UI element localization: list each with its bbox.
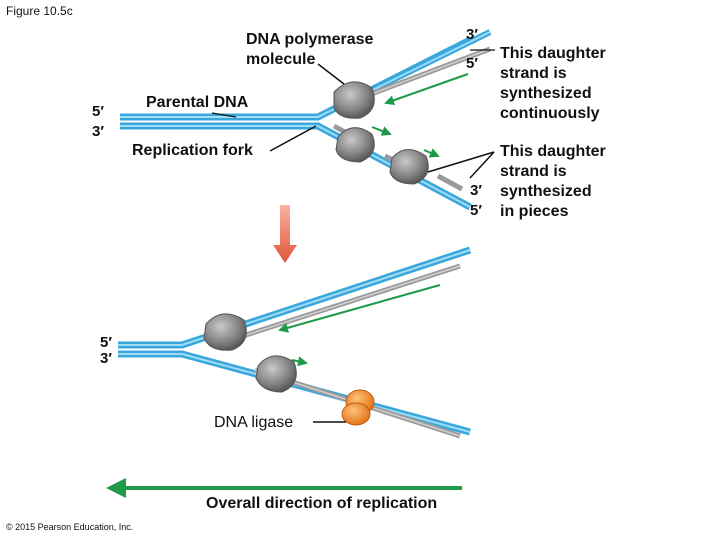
overall-direction-label: Overall direction of replication (206, 495, 438, 512)
dna-polymerase-label: DNA polymerase molecule (246, 31, 374, 68)
strand-end-label: 5′ (100, 334, 112, 351)
down-arrow (273, 205, 297, 263)
dna-ligase-label: DNA ligase (214, 414, 294, 431)
leader-line-polymerase (317, 63, 345, 85)
strand-end-label: 3′ (466, 26, 478, 43)
synthesis-direction-arrow (278, 284, 441, 333)
strand-end-label: 5′ (92, 103, 104, 120)
copyright-notice: © 2015 Pearson Education, Inc. (6, 522, 134, 532)
synthesis-direction-arrow (384, 73, 469, 106)
parental-dna-label: Parental DNA (146, 94, 249, 111)
dna-polymerase-lagging-1 (335, 127, 375, 163)
synthesis-direction-arrow (423, 148, 440, 158)
synthesis-direction-arrow (371, 126, 392, 136)
leader-line-parental (211, 112, 237, 118)
pieces-strand-label: This daughter strand is synthesized in p… (500, 143, 606, 220)
strand-end-label: 3′ (470, 182, 482, 199)
okazaki-fragment (436, 173, 464, 192)
strand-end-label: 3′ (100, 350, 112, 367)
leader-line-pieces (427, 151, 495, 173)
leader-line-pieces (469, 151, 495, 179)
replication-fork-label: Replication fork (132, 142, 253, 159)
synthesis-direction-arrow (291, 356, 308, 367)
leader-line-fork (269, 125, 317, 152)
figure-caption: Figure 10.5c (6, 4, 73, 18)
bottom-panel (106, 246, 472, 498)
dna-polymerase-lagging-2 (389, 149, 429, 185)
dna-polymerase-leading (333, 81, 375, 119)
top-panel (120, 29, 495, 211)
dna-polymerase-lagging-bottom (255, 355, 297, 393)
dna-ligase (341, 389, 375, 426)
continuous-strand-label: This daughter strand is synthesized cont… (500, 45, 606, 122)
strand-end-label: 5′ (466, 55, 478, 72)
strand-end-label: 5′ (470, 202, 482, 219)
strand-end-label: 3′ (92, 123, 104, 140)
dna-polymerase-leading-bottom (203, 313, 247, 351)
